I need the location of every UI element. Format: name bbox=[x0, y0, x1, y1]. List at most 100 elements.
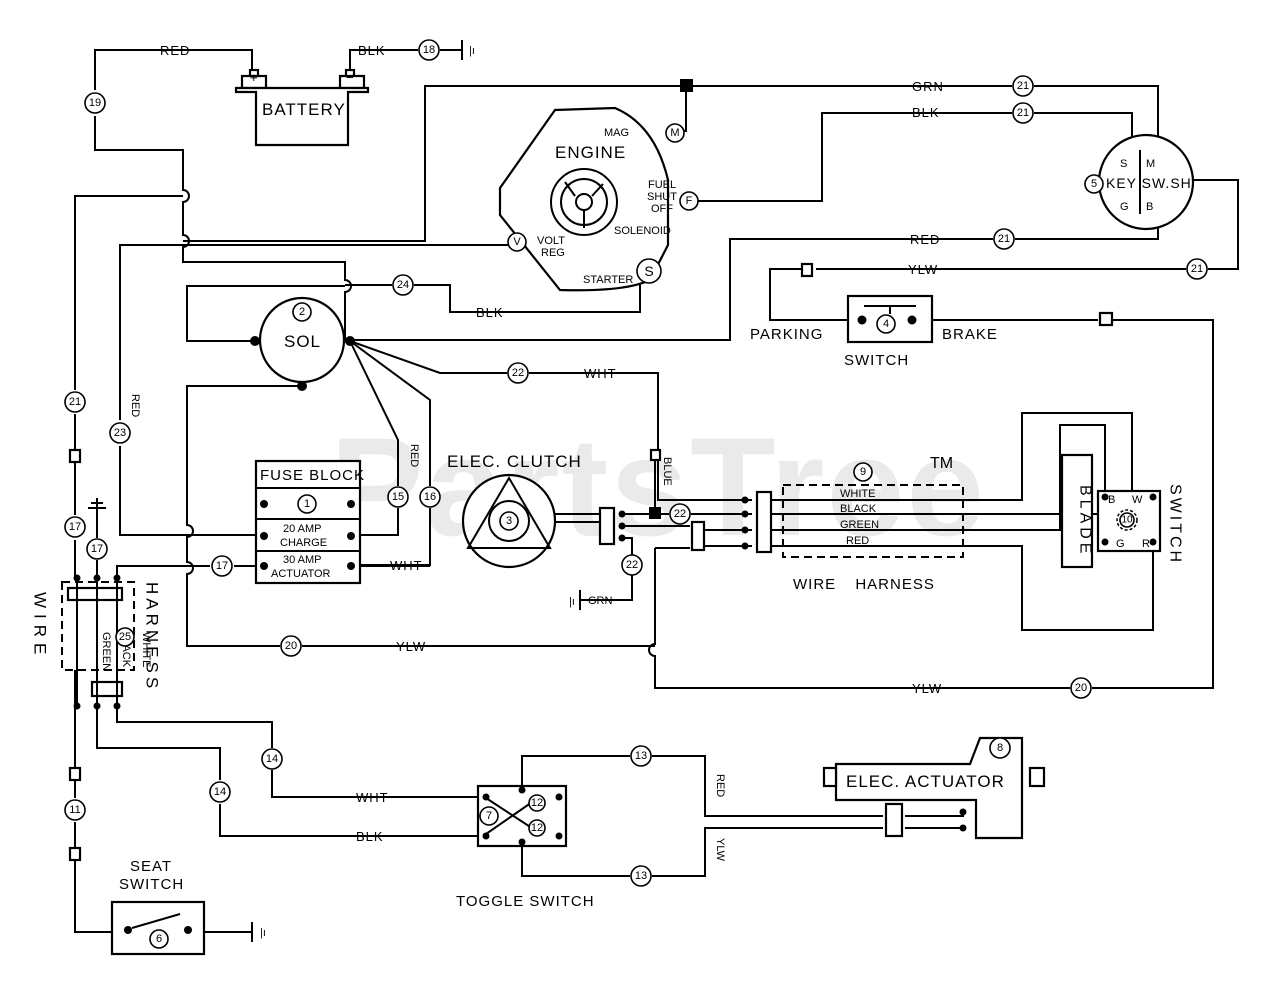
left-harness-number: 25 bbox=[115, 627, 135, 647]
toggle-switch: TOGGLE SWITCH bbox=[456, 784, 595, 910]
svg-text:21: 21 bbox=[1017, 80, 1029, 92]
label-red-13: RED bbox=[714, 774, 726, 797]
label-blk-top: BLK bbox=[358, 43, 386, 58]
svg-text:14: 14 bbox=[214, 786, 226, 798]
engine-starter-label: STARTER bbox=[583, 274, 633, 286]
label-ylw-20: YLW bbox=[396, 639, 426, 654]
battery-minus: − bbox=[346, 70, 355, 85]
label-ylw-20b: YLW bbox=[912, 681, 942, 696]
svg-text:7: 7 bbox=[486, 810, 492, 822]
svg-text:9: 9 bbox=[860, 466, 866, 478]
engine-volt-label-1: VOLT bbox=[537, 235, 565, 247]
svg-text:25: 25 bbox=[119, 631, 131, 643]
battery-ground-icon: |ı bbox=[461, 40, 475, 60]
fuse-charge-label: CHARGE bbox=[280, 537, 327, 549]
blade-label: BLADE bbox=[1077, 485, 1094, 557]
svg-text:21: 21 bbox=[69, 396, 81, 408]
svg-text:W: W bbox=[1132, 494, 1143, 506]
svg-text:21: 21 bbox=[1191, 263, 1203, 275]
parking-brake-number: 4 bbox=[876, 314, 896, 334]
toggle-switch-label: TOGGLE SWITCH bbox=[456, 893, 595, 910]
clutch-number: 3 bbox=[499, 511, 519, 531]
seat-switch-label-2: SWITCH bbox=[119, 876, 184, 893]
svg-text:17: 17 bbox=[69, 521, 81, 533]
label-blk-21: BLK bbox=[912, 105, 940, 120]
label-ylw-13: YLW bbox=[714, 838, 726, 862]
clutch-ground-icon: |ı GRN bbox=[569, 590, 613, 610]
solenoid-label: SOL bbox=[284, 332, 321, 351]
label-grn-21: GRN bbox=[912, 79, 944, 94]
wire-labels: RED BLK GRN BLK RED YLW BLK WHT WHT YLW … bbox=[160, 43, 944, 844]
svg-text:24: 24 bbox=[397, 279, 409, 291]
parking-brake-switch: PARKING BRAKE SWITCH bbox=[750, 294, 998, 369]
label-red-21: RED bbox=[910, 232, 940, 247]
solenoid: SOL bbox=[258, 296, 346, 384]
seat-ground-icon: |ı bbox=[251, 922, 266, 942]
svg-text:S: S bbox=[644, 263, 653, 279]
harness-ground-icon bbox=[88, 498, 106, 522]
left-harness-green: GREEN bbox=[100, 632, 112, 671]
clutch-label: ELEC. CLUTCH bbox=[447, 452, 582, 471]
plug-connectors bbox=[68, 262, 1114, 862]
solenoid-number: 2 bbox=[292, 302, 312, 322]
engine-mag-terminal: M bbox=[665, 123, 685, 143]
watermark-tm: TM bbox=[930, 455, 953, 472]
svg-text:V: V bbox=[513, 236, 521, 248]
seat-switch-number: 6 bbox=[149, 929, 169, 949]
left-harness-label: HARNESS bbox=[143, 582, 162, 692]
brake-label: BRAKE bbox=[942, 326, 998, 343]
svg-text:M: M bbox=[670, 127, 679, 139]
svg-text:17: 17 bbox=[216, 560, 228, 572]
svg-text:12: 12 bbox=[531, 797, 543, 809]
label-wht-16: WHT bbox=[390, 558, 423, 573]
svg-text:22: 22 bbox=[512, 367, 524, 379]
svg-text:M: M bbox=[1146, 158, 1155, 170]
fuse-30amp-label: 30 AMP bbox=[283, 554, 322, 566]
svg-text:11: 11 bbox=[69, 804, 80, 816]
fuse-20amp-label: 20 AMP bbox=[283, 523, 322, 535]
key-switch: S M G B KEY SW.SH bbox=[1097, 133, 1195, 231]
fuse-number: 1 bbox=[297, 494, 317, 514]
seat-switch-label-1: SEAT bbox=[130, 858, 172, 875]
battery-plus: + bbox=[250, 70, 259, 85]
svg-text:G: G bbox=[1116, 538, 1125, 550]
svg-text:1: 1 bbox=[304, 498, 310, 510]
wire-harness: WHITE BLACK GREEN RED WIRE HARNESS bbox=[782, 484, 964, 593]
svg-text:19: 19 bbox=[89, 97, 101, 109]
engine-fuel-label-2: SHUT bbox=[647, 191, 677, 203]
parking-label: PARKING bbox=[750, 326, 823, 343]
electric-actuator: ELEC. ACTUATOR bbox=[822, 736, 1046, 840]
svg-text:G: G bbox=[1120, 201, 1129, 213]
svg-text:17: 17 bbox=[91, 543, 103, 555]
engine: ENGINE MAG FUEL SHUT OFF SOLENOID VOLT R… bbox=[498, 106, 677, 292]
label-red-top: RED bbox=[160, 43, 190, 58]
svg-text:|ı: |ı bbox=[260, 927, 266, 939]
blue-wire-label: BLUE bbox=[661, 457, 673, 486]
wire-harness-number: 9 bbox=[853, 462, 873, 482]
key-switch-label: KEY SW.SH bbox=[1106, 175, 1192, 191]
svg-text:|ı: |ı bbox=[569, 596, 575, 608]
label-blk-24: BLK bbox=[476, 305, 504, 320]
engine-fuel-label-4: SOLENOID bbox=[614, 225, 671, 237]
toggle-terminal-12b: 12 bbox=[528, 819, 546, 837]
harness-green-label: GREEN bbox=[840, 519, 879, 531]
engine-fuel-label-1: FUEL bbox=[648, 179, 676, 191]
svg-text:2: 2 bbox=[299, 306, 305, 318]
svg-text:23: 23 bbox=[114, 427, 126, 439]
engine-label: ENGINE bbox=[555, 143, 626, 162]
svg-text:20: 20 bbox=[285, 640, 297, 652]
svg-text:22: 22 bbox=[626, 559, 638, 571]
left-harness-white: WHITE bbox=[140, 632, 152, 667]
svg-text:R: R bbox=[1142, 538, 1150, 550]
svg-text:6: 6 bbox=[156, 933, 162, 945]
svg-text:22: 22 bbox=[674, 508, 686, 520]
fuse-actuator-label: ACTUATOR bbox=[271, 568, 331, 580]
toggle-switch-number: 7 bbox=[479, 806, 499, 826]
svg-text:18: 18 bbox=[423, 44, 435, 56]
svg-text:4: 4 bbox=[883, 318, 889, 330]
label-red-15: RED bbox=[408, 444, 420, 467]
engine-fuel-terminal: F bbox=[679, 191, 699, 211]
svg-text:5: 5 bbox=[1091, 178, 1097, 190]
label-blk-14: BLK bbox=[356, 829, 384, 844]
